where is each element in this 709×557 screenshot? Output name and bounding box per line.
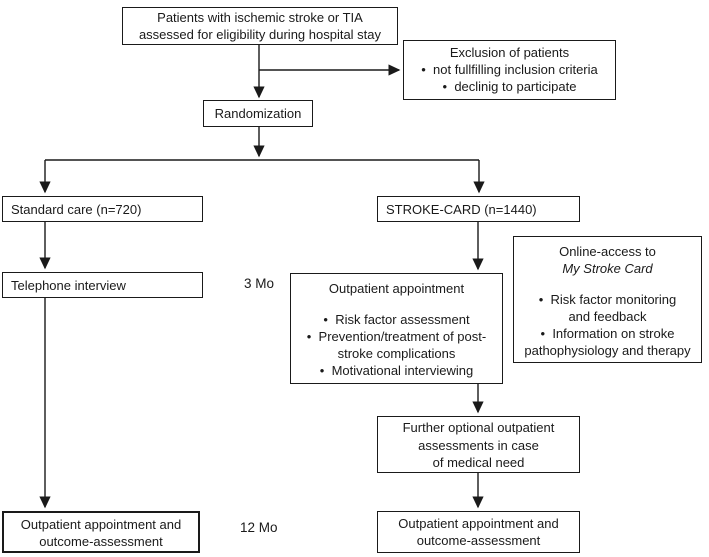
- online-access-title-line1: Online-access to: [559, 244, 656, 259]
- node-outcome-right: Outpatient appointment and outcome-asses…: [377, 511, 580, 553]
- node-outcome-left: Outpatient appointment and outcome-asses…: [2, 511, 200, 553]
- outpatient-bullets: • Risk factor assessment • Prevention/tr…: [306, 312, 487, 378]
- node-outpatient-appointment: Outpatient appointment • Risk factor ass…: [290, 273, 503, 384]
- online-access-title-line2: My Stroke Card: [562, 261, 653, 276]
- node-eligibility: Patients with ischemic stroke or TIA ass…: [122, 7, 398, 45]
- node-further-optional: Further optional outpatient assessments …: [377, 416, 580, 473]
- node-telephone-interview: Telephone interview: [2, 272, 203, 298]
- node-online-access: Online-access to My Stroke Card • Risk f…: [513, 236, 702, 363]
- node-randomization: Randomization: [203, 100, 313, 127]
- outpatient-title: Outpatient appointment: [328, 281, 465, 296]
- node-standard-care: Standard care (n=720): [2, 196, 203, 222]
- online-access-bullets: • Risk factor monitoring and feedback • …: [524, 292, 691, 358]
- node-stroke-card: STROKE-CARD (n=1440): [377, 196, 580, 222]
- node-exclusion: Exclusion of patients • not fullfilling …: [403, 40, 616, 100]
- timeline-label-12mo: 12 Mo: [240, 520, 278, 535]
- timeline-label-3mo: 3 Mo: [244, 276, 275, 291]
